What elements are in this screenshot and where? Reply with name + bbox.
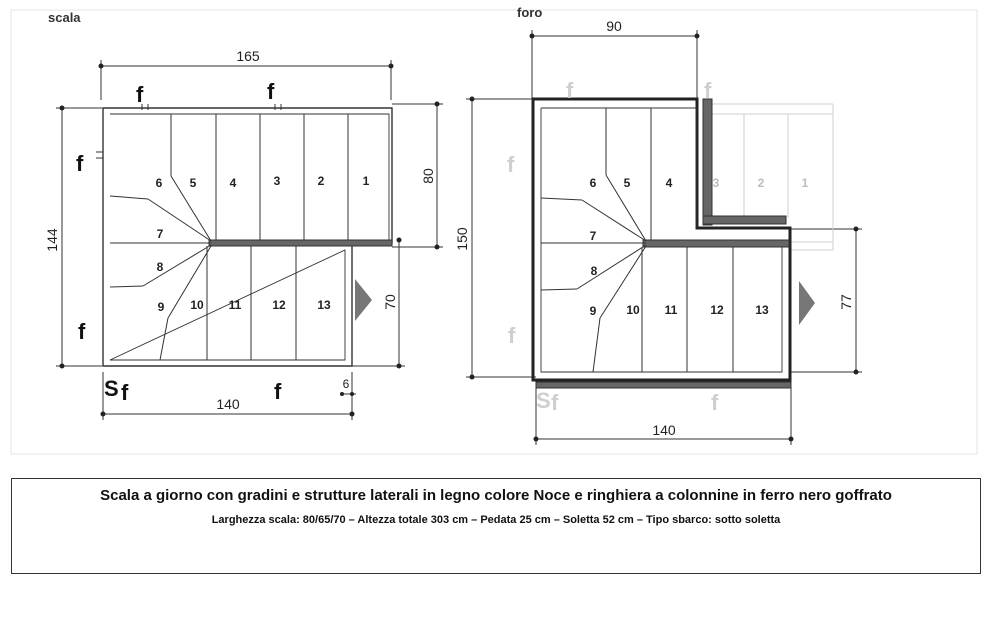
- scala-mark-f-bottom-2: f: [274, 379, 282, 404]
- title-foro: foro: [517, 5, 542, 20]
- dim-140-left: 140: [216, 396, 240, 412]
- plan-scala: scala 165 144 80 70 140: [44, 10, 443, 420]
- foro-step-13: 13: [755, 303, 769, 317]
- scala-mark-f-top-2: f: [267, 79, 275, 104]
- foro-mark-f-left-1: f: [507, 152, 515, 177]
- scala-step-7: 7: [157, 227, 164, 241]
- foro-step-6: 6: [590, 176, 597, 190]
- title-scala: scala: [48, 10, 81, 25]
- foro-step-2: 2: [758, 176, 765, 190]
- scala-mark-s: S: [104, 376, 119, 401]
- foro-direction-arrow-icon: [799, 281, 815, 325]
- foro-step-numbers: 1 2 3 4 5 6 7 8 9 10 11 12 13: [590, 176, 809, 318]
- dim-140-right: 140: [652, 422, 676, 438]
- foro-mark-s: S: [536, 388, 551, 413]
- foro-mark-f-top-1: f: [566, 78, 574, 103]
- scala-direction-arrow-icon: [355, 279, 372, 321]
- foro-mark-f-left-2: f: [508, 323, 516, 348]
- dim-165: 165: [236, 48, 260, 64]
- foro-step-9: 9: [590, 304, 597, 318]
- foro-step-5: 5: [624, 176, 631, 190]
- foro-step-3: 3: [713, 176, 720, 190]
- plan-foro: foro 90 150 77 140: [454, 5, 862, 445]
- foro-step-8: 8: [591, 264, 598, 278]
- scala-mark-f-left-2: f: [78, 319, 86, 344]
- scala-step-3: 3: [274, 174, 281, 188]
- scala-step-4: 4: [230, 176, 237, 190]
- foro-mark-f-bottom-2: f: [711, 390, 719, 415]
- scala-step-12: 12: [272, 298, 286, 312]
- dim-70: 70: [382, 294, 398, 310]
- foro-marks: f f f f S f f: [507, 78, 719, 415]
- dim-90: 90: [606, 18, 622, 34]
- foro-step-1: 1: [802, 176, 809, 190]
- staircase-plan-drawing: scala 165 144 80 70 140: [10, 5, 978, 455]
- foro-step-11: 11: [665, 303, 678, 317]
- scala-step-8: 8: [157, 260, 164, 274]
- dim-6: 6: [343, 377, 350, 391]
- foro-step-10: 10: [626, 303, 640, 317]
- drawing-frame: [10, 9, 978, 455]
- scala-step-13: 13: [317, 298, 331, 312]
- caption-details: Larghezza scala: 80/65/70 – Altezza tota…: [211, 514, 781, 526]
- scala-mark-f-bottom-1: f: [121, 380, 129, 405]
- scala-step-numbers: 1 2 3 4 5 6 7 8 9 10 11 12 13: [156, 174, 370, 314]
- scala-step-11: 11: [229, 298, 242, 312]
- dim-150: 150: [454, 227, 470, 251]
- scala-marks: f f f f S f f: [76, 79, 282, 405]
- foro-mark-f-bottom-1: f: [551, 390, 559, 415]
- caption-title: Scala a giorno con gradini e strutture l…: [100, 487, 892, 504]
- dim-77: 77: [838, 294, 854, 310]
- foro-mark-f-top-2: f: [704, 78, 712, 103]
- scala-step-2: 2: [318, 174, 325, 188]
- scala-mark-f-top-1: f: [136, 82, 144, 107]
- scala-step-10: 10: [190, 298, 204, 312]
- scala-mark-f-left-1: f: [76, 151, 84, 176]
- scala-step-6: 6: [156, 176, 163, 190]
- dim-144: 144: [44, 228, 60, 252]
- caption-box: Scala a giorno con gradini e strutture l…: [11, 478, 981, 574]
- scala-step-1: 1: [363, 174, 370, 188]
- foro-step-7: 7: [590, 229, 597, 243]
- dim-80: 80: [420, 168, 436, 184]
- scala-step-5: 5: [190, 176, 197, 190]
- scala-step-9: 9: [158, 300, 165, 314]
- foro-step-4: 4: [666, 176, 673, 190]
- foro-step-12: 12: [710, 303, 724, 317]
